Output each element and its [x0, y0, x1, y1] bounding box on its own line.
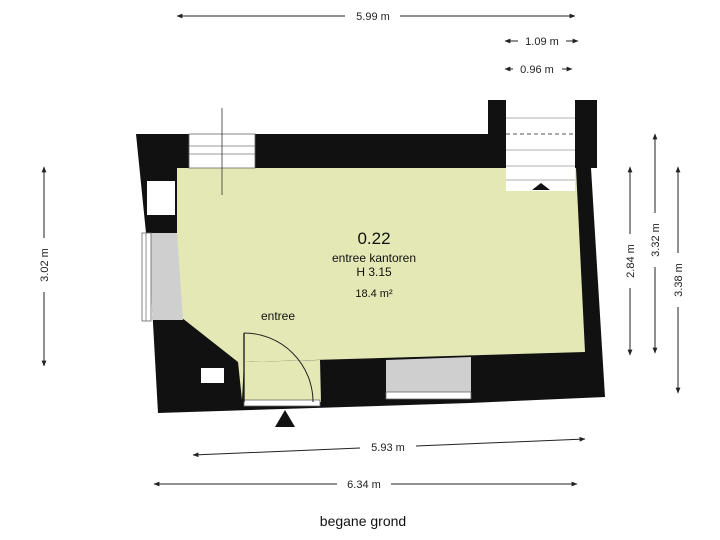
dim-right-b: 3.32 m [650, 133, 662, 354]
floor-name: begane grond [320, 513, 406, 529]
dim-top-right-a-label: 1.09 m [525, 36, 559, 48]
door-swing [243, 332, 314, 403]
dim-left-label: 3.02 m [39, 248, 51, 282]
dim-bottom-outer: 6.34 m [153, 479, 578, 491]
dim-top-right-b: 0.96 m [504, 64, 573, 76]
dim-right-c-label: 3.38 m [673, 263, 685, 297]
room-area: 18.4 m² [355, 288, 393, 300]
building [136, 100, 605, 427]
dim-top-total: 5.99 m [176, 11, 576, 23]
dim-top-right-b-label: 0.96 m [520, 64, 554, 76]
window-bottom [385, 391, 472, 400]
door-label: entree [261, 309, 295, 323]
dim-top-total-label: 5.99 m [356, 11, 390, 23]
dim-top-right-a: 1.09 m [504, 36, 579, 48]
column-box-left [147, 181, 175, 215]
column-box-bottom [201, 368, 224, 383]
door-floor [244, 360, 321, 403]
room-height: H 3.15 [356, 265, 392, 279]
stairs [506, 100, 575, 191]
entrance-arrow-icon [275, 410, 295, 427]
dim-right-a-label: 2.84 m [625, 244, 637, 278]
room-number: 0.22 [357, 229, 390, 248]
window-left [141, 232, 152, 322]
left-recess [146, 233, 183, 320]
dim-left: 3.02 m [39, 166, 51, 367]
dim-right-a: 2.84 m [625, 166, 637, 356]
stair-arrow-icon [532, 183, 550, 190]
bottom-recess [386, 357, 471, 394]
dim-bottom-inner-label: 5.93 m [371, 442, 405, 454]
door-sill [243, 399, 321, 407]
dim-right-b-label: 3.32 m [650, 223, 662, 257]
dim-bottom-inner: 5.93 m [192, 436, 586, 458]
dim-bottom-outer-label: 6.34 m [347, 479, 381, 491]
dim-right-c: 3.38 m [673, 166, 685, 394]
room-name: entree kantoren [332, 251, 416, 265]
